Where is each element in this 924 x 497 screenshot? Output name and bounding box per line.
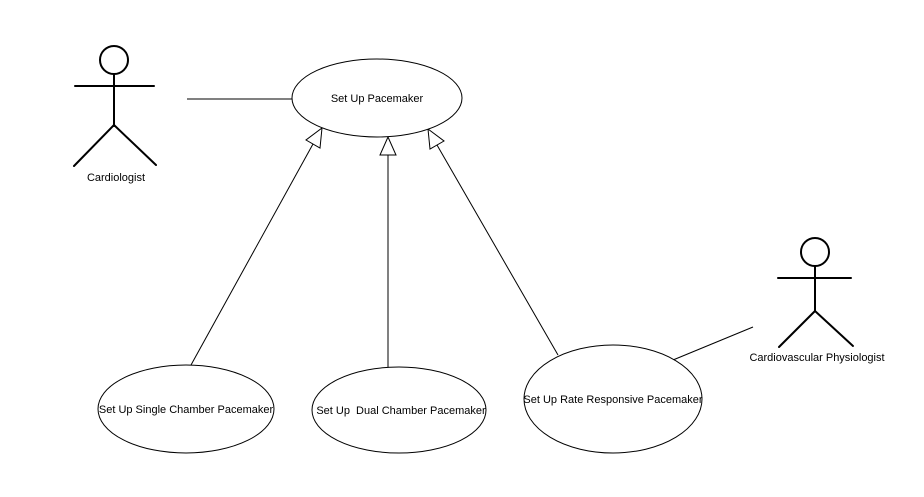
actor-cardiologist-label: Cardiologist bbox=[87, 172, 145, 184]
hollow-triangle-arrowhead-icon bbox=[379, 135, 397, 156]
use-case-ellipse bbox=[311, 366, 487, 454]
use-case-rate-responsive-pacemaker[interactable]: Set Up Rate Responsive Pacemaker bbox=[523, 344, 703, 454]
generalization-line bbox=[436, 144, 559, 356]
use-case-ellipse bbox=[291, 58, 463, 138]
actor-right-leg bbox=[113, 124, 157, 166]
use-case-set-up-pacemaker[interactable]: Set Up Pacemaker bbox=[291, 58, 463, 138]
use-case-label: Set Up Pacemaker bbox=[331, 93, 424, 105]
actor-cardiologist[interactable] bbox=[73, 45, 157, 167]
actor-left-leg bbox=[778, 310, 816, 348]
hollow-triangle-arrowhead-icon bbox=[427, 127, 445, 150]
actor-head bbox=[99, 45, 129, 75]
generalization-rate-responsive[interactable] bbox=[427, 127, 559, 356]
use-case-label: Set Up Single Chamber Pacemaker bbox=[99, 404, 274, 416]
hollow-triangle-arrowhead-icon bbox=[305, 126, 323, 149]
use-case-ellipse bbox=[97, 364, 275, 454]
use-case-label: Set Up Dual Chamber Pacemaker bbox=[316, 405, 486, 417]
use-case-dual-chamber-pacemaker[interactable]: Set Up Dual Chamber Pacemaker bbox=[311, 366, 487, 454]
generalization-dual-chamber[interactable] bbox=[379, 135, 397, 367]
actor-head bbox=[800, 237, 830, 267]
actor-cardiovascular-physiologist[interactable] bbox=[777, 237, 854, 348]
generalization-line bbox=[190, 143, 314, 366]
actor-cardiovascular-physiologist-label: Cardiovascular Physiologist bbox=[749, 352, 884, 364]
actor-right-leg bbox=[814, 310, 854, 347]
actor-left-leg bbox=[73, 124, 115, 167]
use-case-ellipse bbox=[523, 344, 703, 454]
use-case-single-chamber-pacemaker[interactable]: Set Up Single Chamber Pacemaker bbox=[97, 364, 275, 454]
association-physiologist-rate-responsive[interactable] bbox=[672, 326, 754, 361]
generalization-single-chamber[interactable] bbox=[190, 126, 323, 366]
use-case-label: Set Up Rate Responsive Pacemaker bbox=[523, 394, 702, 406]
